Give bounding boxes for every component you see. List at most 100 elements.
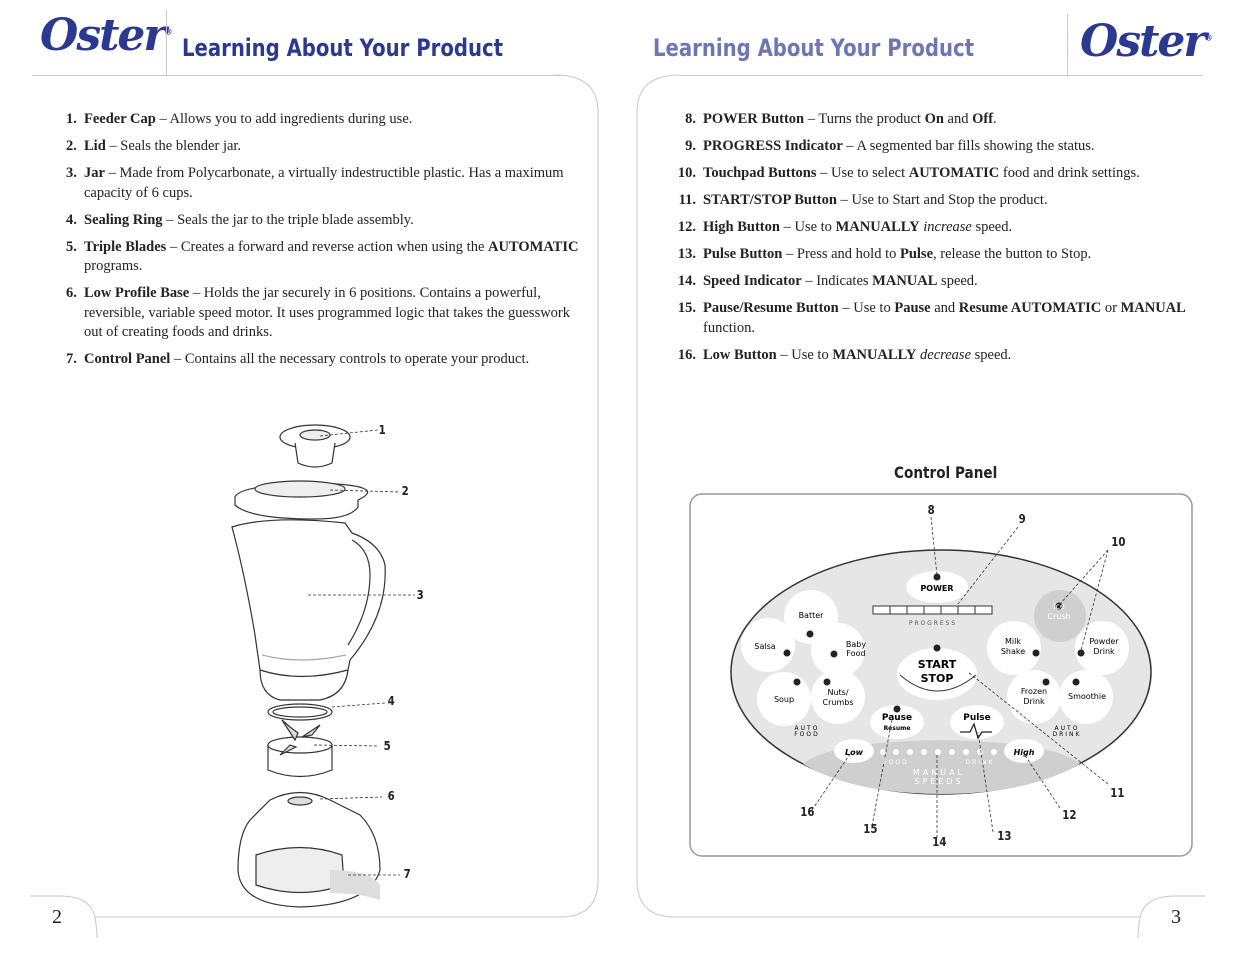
item-desc: , release the button to Stop. [933, 246, 1092, 262]
auto-food-label-2: FOOD [794, 731, 820, 738]
pulse-label: Pulse [963, 713, 991, 723]
list-item: 2. Lid – Seals the blender jar. [66, 137, 586, 157]
header-rule-right [680, 75, 1202, 76]
list-item: 13. Pulse Button – Press and hold to Pul… [670, 245, 1200, 265]
item-sep: – [162, 211, 178, 228]
progress-label: P R O G R E S S [909, 620, 955, 627]
item-number: 8. [685, 111, 696, 127]
item-number: 9. [685, 138, 696, 154]
callout-6: 6 [387, 789, 395, 803]
pulse-wave-icon [960, 722, 992, 740]
item-number: 14. [677, 273, 696, 289]
frozen-drink-label-1: Frozen [1021, 687, 1047, 696]
item-desc: Seals the blender jar. [120, 138, 242, 154]
list-item: 6. Low Profile Base – Holds the jar secu… [66, 284, 586, 343]
item-number: 12. [677, 219, 696, 235]
list-item: 12. High Button – Use to MANUALLY increa… [670, 218, 1200, 238]
speed-food-label: FOOD [883, 759, 909, 766]
item-desc-italic: increase [923, 219, 972, 235]
list-item: 1. Feeder Cap – Allows you to add ingred… [66, 110, 586, 130]
powder-drink-label-1: Powder [1089, 637, 1119, 646]
logo-mark: ® [1204, 32, 1213, 43]
feeder-cap-body [294, 442, 336, 468]
item-term: Sealing Ring [84, 211, 163, 228]
item-number: 4. [66, 211, 77, 228]
item-desc: Made from Polycarbonate, a virtually ind… [84, 165, 564, 201]
item-desc-emph: Pause [894, 300, 931, 316]
item-term: Touchpad Buttons [703, 165, 817, 181]
auto-drink-label-2: DRINK [1053, 731, 1082, 738]
item-desc: – Use to select [816, 165, 909, 181]
item-term: Low Profile Base [84, 285, 190, 301]
speed-drink-label: DRINK [966, 759, 995, 766]
item-desc: speed. [937, 273, 978, 289]
list-item: 3. Jar – Made from Polycarbonate, a virt… [66, 164, 586, 203]
baby-food-label-1: Baby [846, 640, 866, 649]
speeds-label: SPEEDS [914, 777, 963, 786]
milk-shake-label-2: Shake [1001, 647, 1025, 656]
high-label: High [1014, 748, 1035, 757]
header-divider-right [1067, 14, 1068, 76]
callout-2: 2 [401, 484, 409, 498]
control-panel-diagram: POWER P R O G R E S S START STOP Pause R… [689, 493, 1193, 857]
item-desc: and [943, 111, 973, 127]
list-item: 8. POWER Button – Turns the product On a… [670, 110, 1200, 130]
list-item: 11. START/STOP Button – Use to Start and… [670, 191, 1200, 211]
callout-16: 16 [800, 805, 815, 819]
item-number: 15. [677, 300, 696, 316]
item-sep: – [155, 111, 170, 127]
item-desc-emph: On [924, 111, 944, 127]
parts-list-left: 1. Feeder Cap – Allows you to add ingred… [66, 110, 586, 377]
item-desc-emph: AUTOMATIC [488, 238, 579, 255]
page-title-right: Learning About Your Product [653, 34, 975, 62]
item-number: 1. [66, 111, 77, 127]
power-button-label: POWER [920, 584, 953, 593]
list-item: 5. Triple Blades – Creates a forward and… [66, 238, 586, 277]
item-number: 13. [677, 246, 696, 262]
item-desc-emph: Resume AUTOMATIC [958, 300, 1102, 316]
item-desc: programs. [84, 258, 143, 274]
oster-logo-left: Oster® [40, 10, 173, 61]
item-number: 6. [66, 285, 77, 301]
resume-label: Resume [884, 725, 911, 732]
item-sep: – [104, 165, 120, 181]
header-rule-left [32, 75, 562, 76]
item-number: 2. [66, 138, 77, 154]
item-desc-emph: MANUALLY [832, 346, 917, 363]
item-term: Speed Indicator [703, 273, 802, 289]
item-desc: Creates a forward and reverse action whe… [180, 238, 489, 255]
item-desc: – A segmented bar fills showing the stat… [842, 138, 1095, 154]
item-sep: – [105, 138, 121, 154]
item-desc: – Indicates [801, 273, 873, 289]
item-term: Jar [84, 165, 105, 181]
logo-text: Oster [40, 10, 167, 61]
item-desc: function. [703, 319, 755, 336]
list-item: 14. Speed Indicator – Indicates MANUAL s… [670, 272, 1200, 292]
item-term: Pause/Resume Button [703, 300, 839, 316]
item-desc: Holds the jar securely in 6 positions. C… [84, 285, 571, 340]
item-desc-italic: decrease [920, 346, 972, 363]
control-panel-title: Control Panel [894, 463, 998, 482]
frozen-drink-label-2: Drink [1023, 697, 1045, 706]
item-sep: – [170, 351, 185, 367]
pause-label: Pause [882, 713, 912, 723]
item-term: Control Panel [84, 351, 171, 367]
start-label: START [918, 658, 957, 671]
item-number: 11. [678, 192, 696, 208]
oster-logo-right: Oster® [1080, 16, 1213, 67]
item-desc: Contains all the necessary controls to o… [184, 351, 530, 367]
item-desc-emph: MANUAL [872, 273, 938, 289]
callout-15: 15 [863, 822, 878, 836]
item-term: PROGRESS Indicator [703, 138, 843, 154]
auto-food-label-1: AUTO [795, 725, 820, 732]
callout-4: 4 [387, 694, 395, 708]
stop-label: STOP [921, 672, 954, 685]
item-sep: – [166, 238, 181, 255]
item-desc: – Use to [838, 300, 895, 316]
item-sep: – [189, 285, 204, 301]
list-item: 16. Low Button – Use to MANUALLY decreas… [670, 346, 1200, 366]
item-desc-emph: MANUALLY [835, 219, 920, 235]
item-desc: or [1101, 300, 1121, 316]
item-number: 16. [677, 346, 696, 363]
